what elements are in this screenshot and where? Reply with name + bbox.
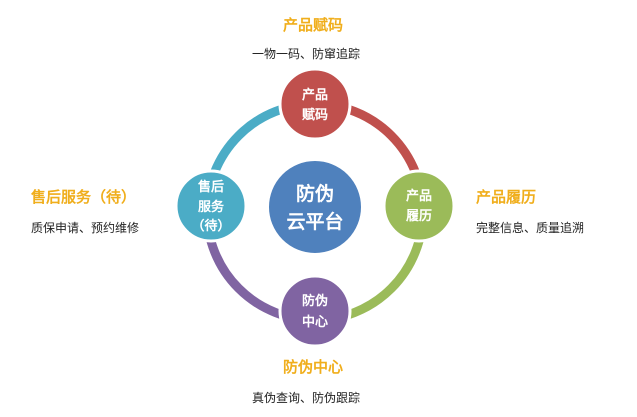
label-top-desc: 一物一码、防窜追踪 — [252, 47, 361, 61]
label-right-title: 产品履历 — [476, 188, 537, 206]
center-line1: 防伪 — [296, 182, 334, 205]
label-left-desc: 质保申请、预约维修 — [31, 221, 140, 235]
node-bottom-line2: 中心 — [302, 314, 328, 330]
node-bottom-line1: 防伪 — [302, 293, 328, 309]
node-product-coding: 产品 赋码 — [278, 67, 352, 141]
node-right-line1: 产品 — [406, 188, 432, 204]
node-after-sales: 售后 服务 （待） — [174, 169, 248, 243]
label-right-desc: 完整信息、质量追溯 — [476, 221, 585, 235]
node-left-line1: 售后 — [198, 179, 224, 195]
node-right-line2: 履历 — [406, 209, 432, 224]
center-line2: 云平台 — [286, 210, 343, 233]
center-hub: 防伪 云平台 — [267, 159, 363, 255]
node-left-line3: （待） — [191, 218, 230, 234]
node-top-line1: 产品 — [302, 87, 328, 103]
label-bottom-title: 防伪中心 — [283, 358, 344, 376]
node-left-line2: 服务 — [198, 199, 225, 215]
node-top-line2: 赋码 — [302, 107, 328, 123]
label-top-title: 产品赋码 — [283, 16, 344, 34]
label-bottom-desc: 真伪查询、防伪跟踪 — [252, 391, 361, 405]
label-left-title: 售后服务（待） — [31, 188, 137, 206]
node-anticounterfeit-center: 防伪 中心 — [278, 274, 352, 348]
node-product-history: 产品 履历 — [382, 169, 456, 243]
